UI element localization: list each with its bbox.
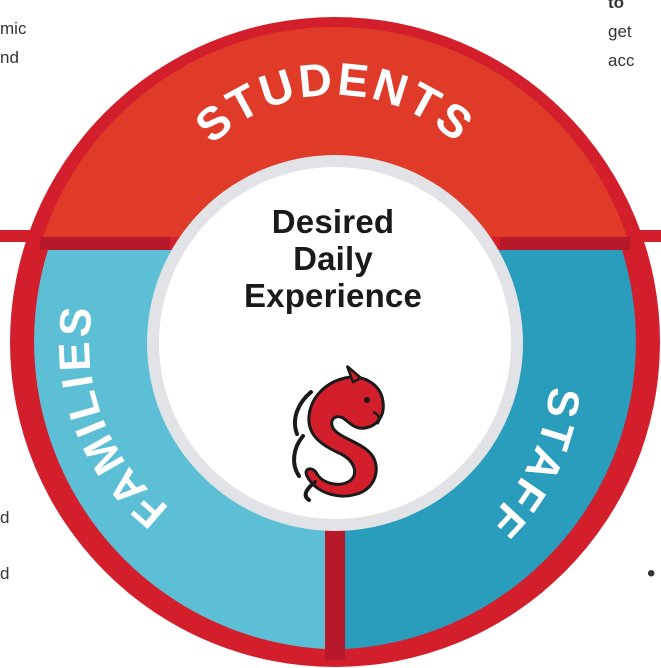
text-fragment: mic [0, 19, 27, 38]
center-title: Desired Daily Experience [178, 203, 488, 314]
vertical-divider [325, 520, 345, 660]
bullet-marker: • [647, 560, 656, 587]
center-circle [159, 167, 511, 519]
text-fragment: to [608, 0, 625, 12]
text-fragment: d [0, 508, 10, 527]
center-title-line: Daily [293, 240, 373, 277]
background-text-bottom-left: d d [0, 503, 9, 588]
students-segment [43, 26, 627, 237]
text-fragment: get [608, 22, 632, 41]
text-fragment: nd [0, 48, 19, 67]
center-title-line: Experience [243, 277, 423, 314]
background-text-top-right: to get acc [608, 0, 634, 75]
center-title-line: Desired [271, 203, 395, 240]
text-fragment: d [0, 564, 10, 583]
text-fragment: acc [608, 51, 635, 70]
right-divider [500, 237, 630, 250]
red-horse-mascot-icon [292, 365, 385, 502]
background-text-top-left: mic nd [0, 14, 26, 72]
left-divider [40, 237, 170, 250]
